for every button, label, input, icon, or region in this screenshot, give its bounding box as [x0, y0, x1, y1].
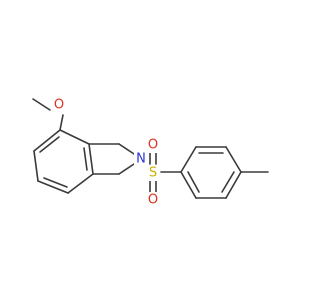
- molecule-structure: O N S O O: [32, 97, 269, 208]
- methoxy-oxygen-label: O: [54, 98, 64, 113]
- bond-c6-c7: [37, 180, 69, 194]
- bond-t3-t4: [225, 146, 242, 173]
- bond-t1-t2: [180, 146, 197, 173]
- sulfonyl-oxygen-top-atom: O: [146, 137, 160, 153]
- sulfonyl-oxygen-top-label: O: [148, 138, 158, 153]
- bond-t6-t1: [180, 171, 197, 199]
- sulfur-atom: S: [146, 165, 160, 181]
- methoxy-oxygen-atom: O: [52, 97, 66, 113]
- bond-layer: [32, 98, 269, 199]
- nitrogen-atom: N: [134, 151, 148, 167]
- sulfur-label: S: [149, 166, 157, 181]
- bond-c4-c5: [33, 129, 61, 152]
- bond-c4-c5-inner: [39, 136, 60, 153]
- bond-c5-c6: [33, 150, 39, 182]
- sulfonyl-oxygen-bottom-atom: O: [146, 192, 160, 208]
- sulfonyl-oxygen-bottom-label: O: [148, 193, 158, 208]
- bond-t4-t5-inner: [221, 171, 235, 193]
- nitrogen-label: N: [136, 152, 146, 167]
- bond-t6-t1-inner: [187, 171, 200, 193]
- atom-label-layer: O N S O O: [52, 97, 160, 208]
- bond-c7a-c3a: [88, 143, 94, 175]
- bond-c7-c7a: [67, 173, 94, 194]
- bond-c7a-c3a-inner: [83, 147, 88, 171]
- bond-c6-c7-inner: [43, 177, 68, 188]
- bond-oxygen-aromatic: [59, 114, 64, 131]
- bond-methyl-oxygen: [32, 98, 51, 111]
- bond-c3a-c4: [59, 129, 90, 145]
- bond-t4-t5: [225, 171, 242, 199]
